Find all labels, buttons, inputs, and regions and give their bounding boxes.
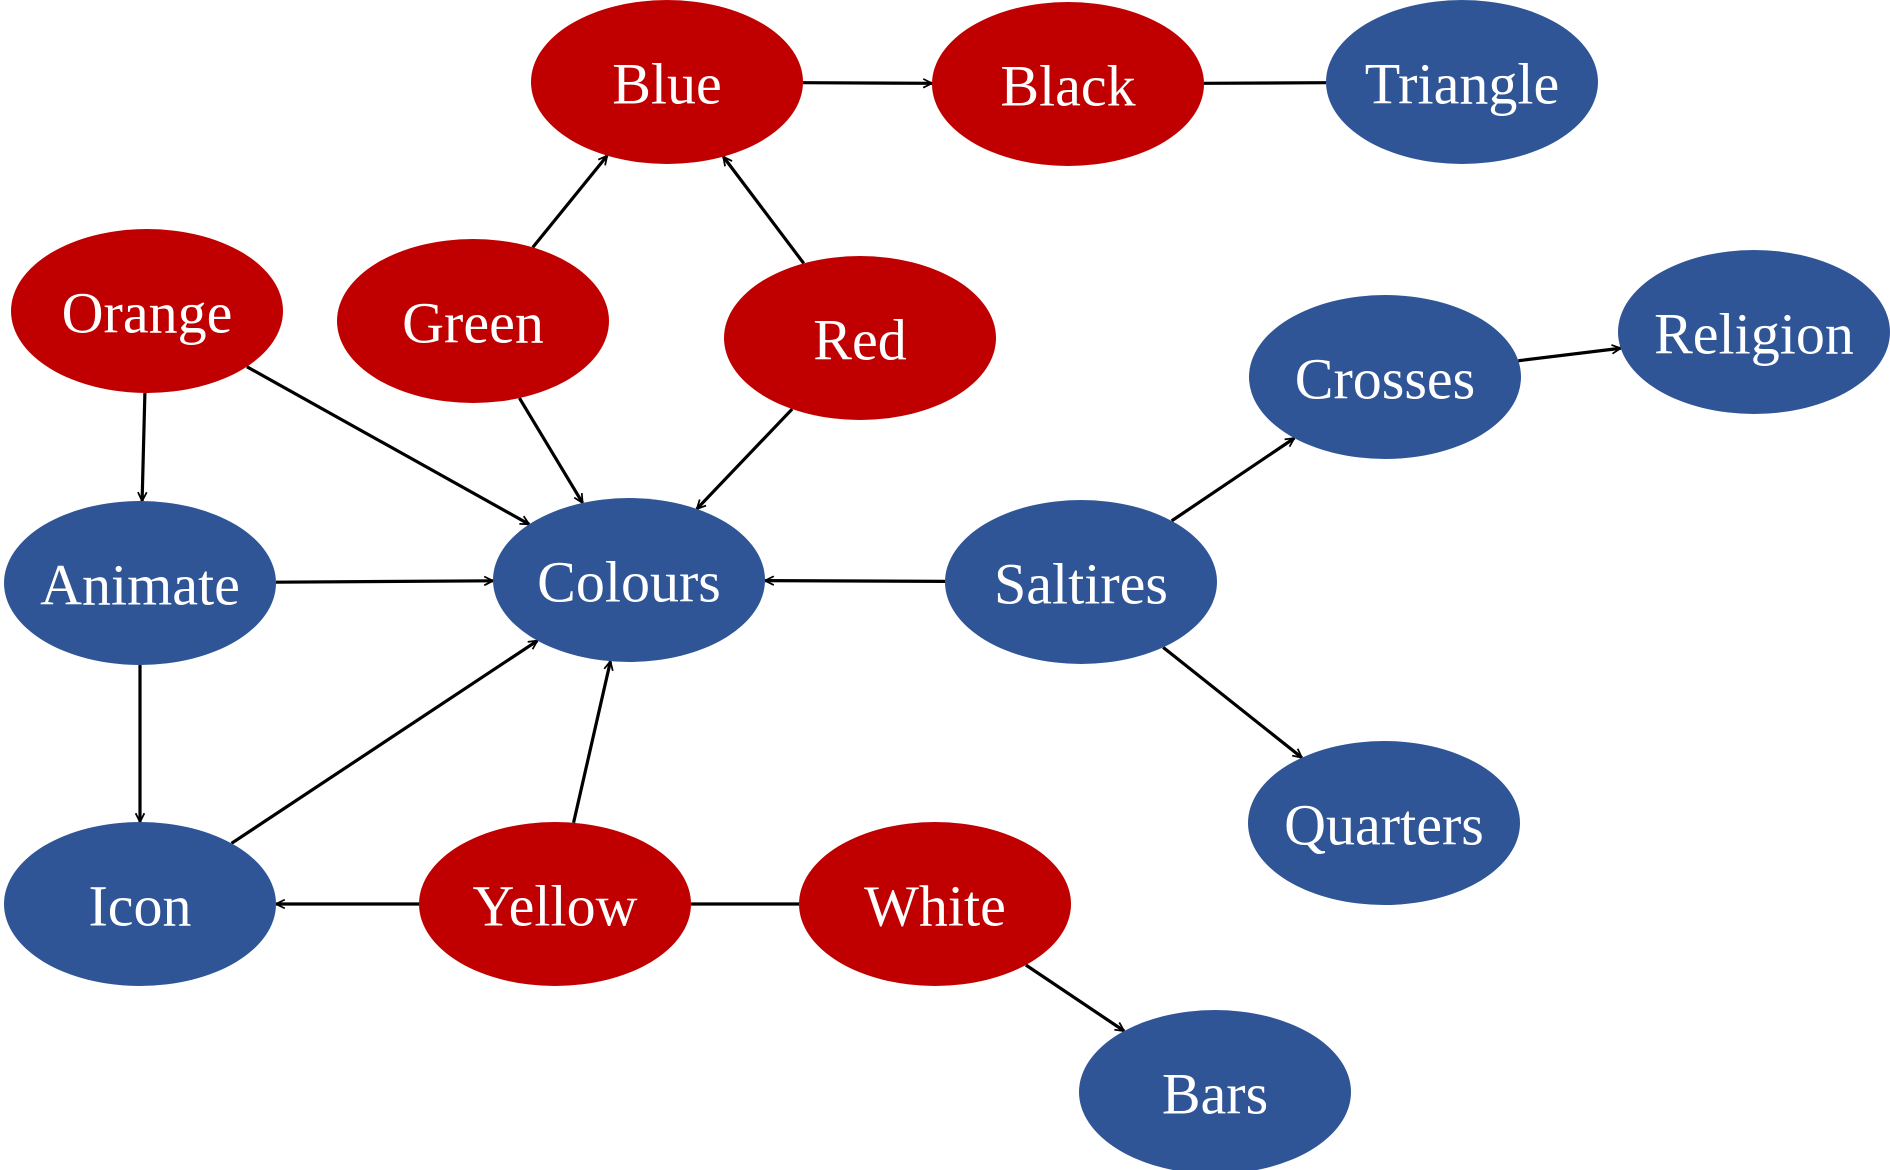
edge-orange-colours [246, 365, 529, 526]
edge-blue-black [802, 83, 932, 84]
node-quarters-label: Quarters [1284, 793, 1484, 858]
node-animate: Animate [4, 501, 276, 665]
edge-green-blue [531, 156, 609, 249]
node-animate-label: Animate [40, 553, 240, 618]
node-green: Green [337, 239, 609, 403]
node-colours: Colours [493, 498, 765, 662]
node-saltires-ellipse [945, 500, 1217, 664]
edges-layer [140, 81, 1621, 1033]
node-orange-label: Orange [62, 281, 233, 346]
node-animate-ellipse [4, 501, 276, 665]
node-quarters: Quarters [1248, 741, 1520, 905]
node-yellow-label: Yellow [473, 874, 638, 939]
edge-green-colours [518, 397, 584, 503]
node-religion: Religion [1618, 250, 1890, 414]
node-crosses-ellipse [1249, 295, 1521, 459]
node-blue: Blue [531, 0, 803, 164]
edge-red-blue [722, 157, 805, 265]
node-red-ellipse [724, 256, 996, 420]
node-saltires: Saltires [945, 500, 1217, 664]
node-black: Black [932, 2, 1204, 166]
node-icon-ellipse [4, 822, 276, 986]
node-white-ellipse [799, 822, 1071, 986]
node-yellow-ellipse [419, 822, 691, 986]
edge-white-bars [1024, 963, 1124, 1033]
node-religion-label: Religion [1654, 302, 1854, 367]
node-colours-ellipse [493, 498, 765, 662]
node-blue-ellipse [531, 0, 803, 164]
edge-saltires-crosses [1170, 436, 1295, 523]
node-red: Red [724, 256, 996, 420]
node-green-ellipse [337, 239, 609, 403]
node-bars-ellipse [1079, 1010, 1351, 1170]
node-triangle-label: Triangle [1365, 52, 1559, 117]
edge-black-triangle [1203, 81, 1327, 85]
node-red-label: Red [813, 308, 906, 373]
node-bars: Bars [1079, 1010, 1351, 1170]
node-saltires-label: Saltires [994, 552, 1168, 617]
node-white-label: White [864, 874, 1006, 939]
node-triangle: Triangle [1326, 0, 1598, 164]
node-icon: Icon [4, 822, 276, 986]
node-colours-label: Colours [537, 550, 721, 615]
edge-animate-colours [275, 581, 493, 582]
node-white: White [799, 822, 1071, 986]
node-triangle-ellipse [1326, 0, 1598, 164]
edge-saltires-colours [765, 581, 946, 582]
node-black-ellipse [932, 2, 1204, 166]
edge-red-colours [697, 407, 794, 509]
node-crosses-label: Crosses [1295, 347, 1475, 412]
node-black-label: Black [1000, 54, 1135, 119]
node-orange-ellipse [11, 229, 283, 393]
node-bars-label: Bars [1162, 1062, 1268, 1127]
node-yellow: Yellow [419, 822, 691, 986]
node-blue-label: Blue [612, 52, 722, 117]
node-orange: Orange [11, 229, 283, 393]
node-icon-label: Icon [88, 874, 191, 939]
node-quarters-ellipse [1248, 741, 1520, 905]
node-green-label: Green [402, 291, 544, 356]
edge-orange-animate [142, 392, 145, 501]
node-religion-ellipse [1618, 250, 1890, 414]
edge-crosses-religion [1518, 348, 1620, 363]
edge-icon-colours [230, 639, 538, 845]
edge-yellow-colours [571, 661, 611, 824]
node-crosses: Crosses [1249, 295, 1521, 459]
edge-saltires-quarters [1162, 646, 1302, 759]
